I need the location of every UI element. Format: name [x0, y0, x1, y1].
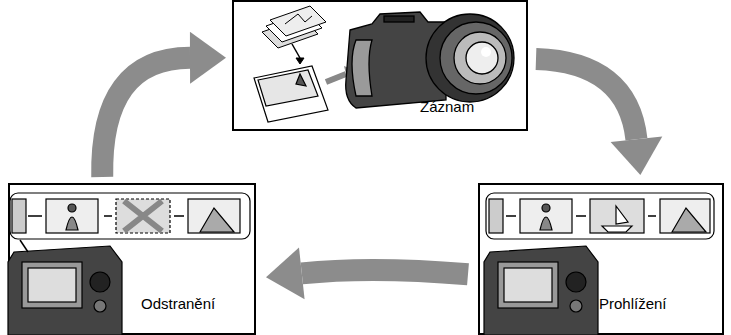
arrow-head [190, 32, 226, 84]
process-box: Záznam [232, 0, 528, 131]
thumbnail-strip [486, 193, 714, 239]
arrow-shaft [102, 58, 190, 177]
camera-body [346, 12, 514, 108]
cycle-arrow [536, 59, 662, 175]
process-box: Odstranění [8, 183, 256, 335]
arrow-shaft [536, 59, 636, 139]
box-label: Záznam [420, 98, 474, 115]
arrow-shaft [302, 270, 468, 274]
cycle-arrow [102, 32, 226, 177]
box-label: Odstranění [141, 295, 215, 312]
camera-back [8, 240, 122, 335]
arrow-head [611, 136, 663, 175]
box-label: Prohlížení [599, 295, 667, 312]
arrow-head [266, 248, 305, 300]
cycle-arrow [266, 248, 468, 300]
memory-card [254, 66, 360, 122]
thumbnail-strip [10, 193, 250, 239]
photo-stack [262, 6, 326, 64]
process-box: Prohlížení [478, 183, 724, 335]
camera-back [484, 246, 598, 335]
